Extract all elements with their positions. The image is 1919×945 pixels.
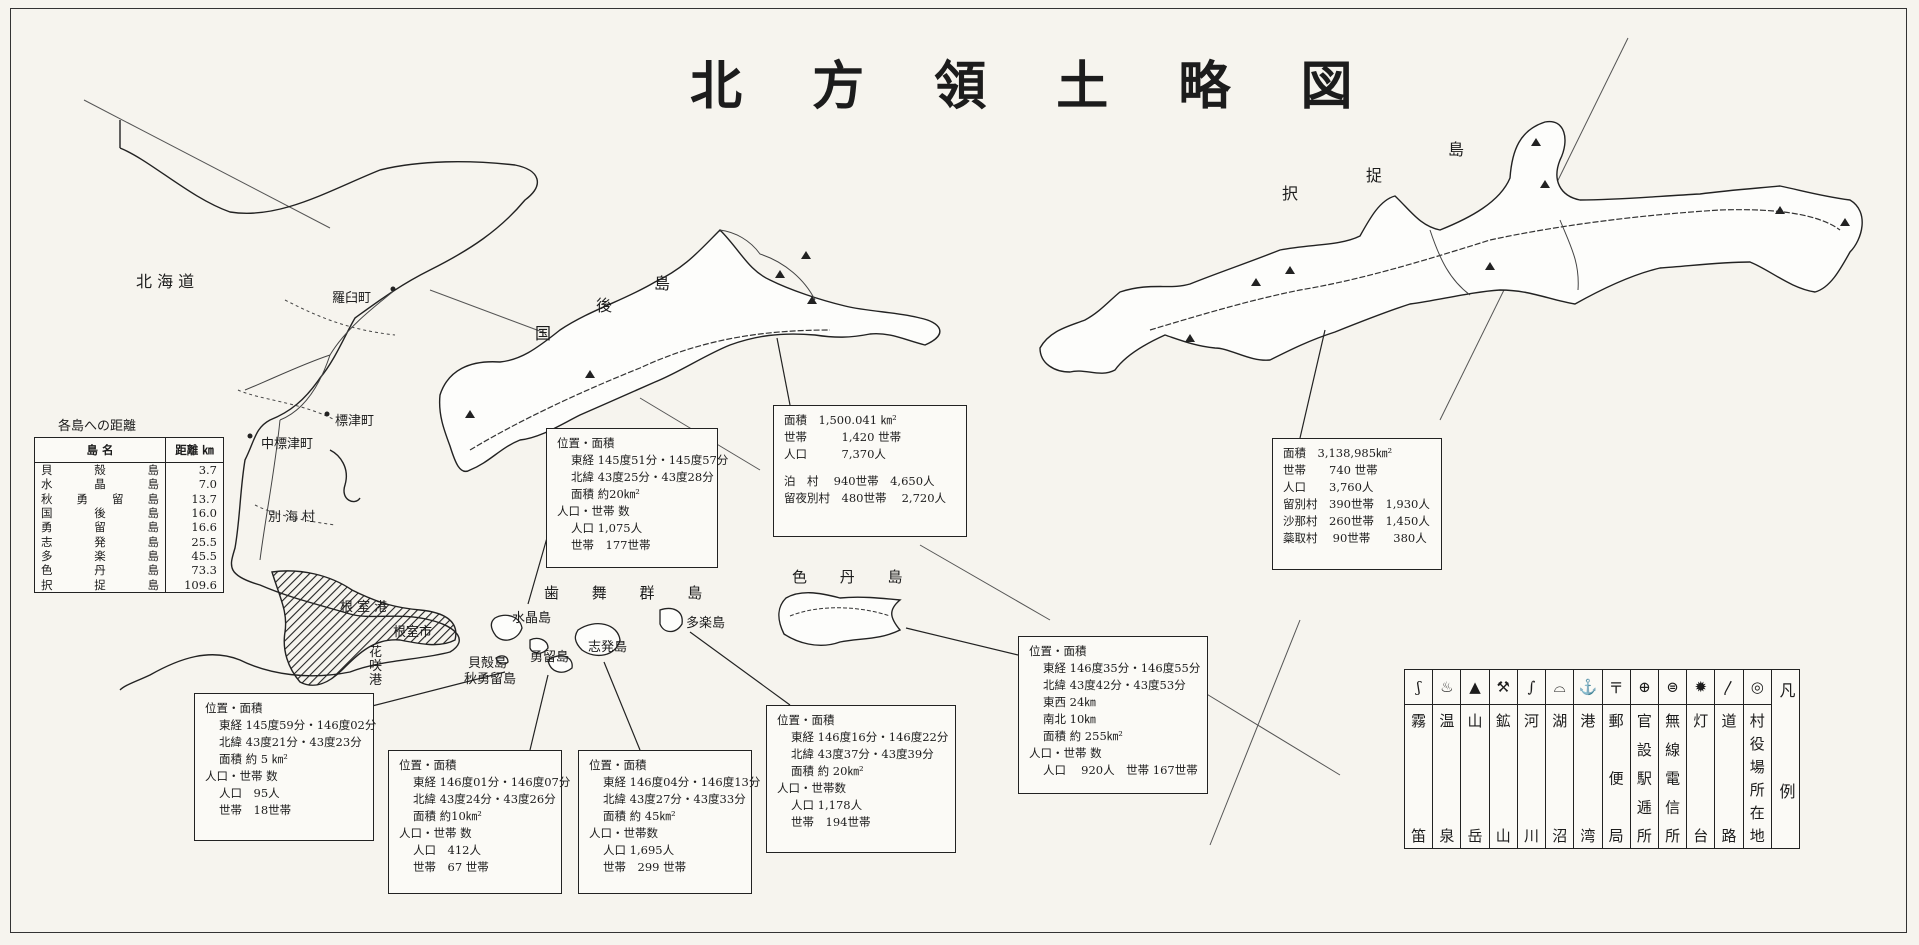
info-box-etorofu: 面積 3,138,985㎞² 世帯 740 世帯 人口 3,760人 留別村 3… [1272, 438, 1442, 570]
legend-title: 凡 例 [1776, 682, 1796, 840]
label-nemuro-city: 根室市 [393, 625, 433, 640]
harbor-icon: ⚓ [1574, 670, 1602, 705]
legend-item: ⚓港湾 [1574, 670, 1603, 848]
label-kunashiri-3: 島 [654, 274, 671, 293]
info-box-kunashiri: 面積 1,500.041 ㎞² 世帯 1,420 世帯 人口 7,370人 泊 … [773, 405, 967, 537]
label-kaigara: 貝殻島 [468, 656, 508, 671]
label-etorofu-2: 捉 [1366, 166, 1383, 185]
radio-station-icon: ⊜ [1658, 670, 1687, 705]
mine-icon: ⚒ [1489, 670, 1517, 705]
village-office-icon: ◎ [1743, 670, 1771, 705]
lighthouse-icon: ✹ [1687, 670, 1715, 705]
habomai-islands [490, 607, 683, 673]
label-suisho: 水晶島 [512, 611, 552, 626]
legend-item: ✹灯台 [1687, 670, 1716, 848]
nemuro-peninsula [271, 570, 457, 686]
etorofu-island [1039, 120, 1863, 374]
hokkaido-roads [244, 289, 396, 561]
hokkaido-coast [119, 120, 538, 691]
fog-horn-icon: ʃ [1405, 670, 1433, 705]
legend-title-col: 凡 例 [1772, 670, 1799, 848]
legend-item: 〒郵便局 [1602, 670, 1631, 848]
label-etorofu-1: 択 [1282, 184, 1299, 203]
legend-item: ⚒鉱山 [1489, 670, 1518, 848]
map-frame [10, 8, 1907, 933]
post-office-icon: 〒 [1602, 670, 1630, 705]
distance-header-name: 島 名 [34, 437, 166, 463]
legend-item: ◎村役場所在地 [1743, 670, 1772, 848]
label-taraku: 多楽島 [686, 616, 726, 631]
label-nakashibetsu: 中標津町 [261, 437, 314, 452]
label-rausu: 羅臼町 [332, 291, 372, 306]
info-box-taraku: 位置・面積 東経 146度16分・146度22分 北緯 43度37分・43度39… [766, 705, 956, 853]
info-box-yuri: 位置・面積 東経 146度01分・146度07分 北緯 43度24分・43度26… [388, 750, 570, 894]
label-etorofu-3: 島 [1448, 140, 1465, 159]
town-markers [247, 286, 396, 439]
mountain-icon: ▲ [1461, 670, 1489, 705]
legend-item: ⊜無線電信所 [1658, 670, 1688, 848]
kunashiri-mountains [465, 251, 817, 418]
label-yuri: 勇留島 [530, 650, 570, 665]
distance-header-km: 距離 ㎞ [165, 437, 224, 463]
kunashiri-island [438, 229, 941, 473]
road-icon: 〳 [1715, 670, 1743, 705]
legend-item: ⌓湖沼 [1546, 670, 1575, 848]
legend-item: ▲山岳 [1461, 670, 1490, 848]
label-shibetsu: 標津町 [335, 414, 375, 429]
label-kunashiri-2: 後 [596, 296, 613, 315]
page-title: 北 方 領 土 略 図 [690, 56, 1379, 117]
label-nemuro-port: 根 室 港 [340, 600, 388, 615]
info-box-akiyuri: 位置・面積 東経 145度59分・146度02分 北緯 43度21分・43度23… [194, 693, 376, 841]
lake-icon: ⌓ [1546, 670, 1574, 705]
relay-station-icon: ⊕ [1630, 670, 1658, 705]
legend-item: ♨温泉 [1433, 670, 1462, 848]
river-icon: ∫ [1517, 670, 1546, 705]
info-box-suisho: 位置・面積 東経 145度51分・145度57分 北緯 43度25分・43度28… [546, 428, 728, 568]
label-betsukai: 別海村 [268, 510, 320, 525]
etorofu-mountains [1185, 138, 1850, 342]
label-hokkaido: 北 海 道 [136, 272, 195, 291]
shikotan-island [778, 592, 902, 646]
legend-item: ⊕官設駅逓所 [1630, 670, 1659, 848]
label-shibotsu: 志発島 [588, 640, 628, 655]
legend-item: ∫河川 [1517, 670, 1547, 848]
label-hanasaki-port: 花 咲 港 [369, 645, 383, 688]
label-habomai: 歯 舞 群 島 [544, 584, 717, 602]
label-akiyuri: 秋勇留島 [464, 672, 517, 687]
hot-spring-icon: ♨ [1433, 670, 1461, 705]
legend-item: 〳道路 [1715, 670, 1744, 848]
info-box-shikotan: 位置・面積 東経 146度35分・146度55分 北緯 43度42分・43度53… [1018, 636, 1208, 794]
leader-lines [371, 329, 1326, 751]
label-shikotan: 色 丹 島 [792, 568, 917, 586]
label-kunashiri-1: 国 [535, 324, 552, 343]
distance-table-caption: 各島への距離 [58, 419, 137, 434]
info-box-shibotsu: 位置・面積 東経 146度04分・146度13分 北緯 43度27分・43度33… [578, 750, 760, 894]
